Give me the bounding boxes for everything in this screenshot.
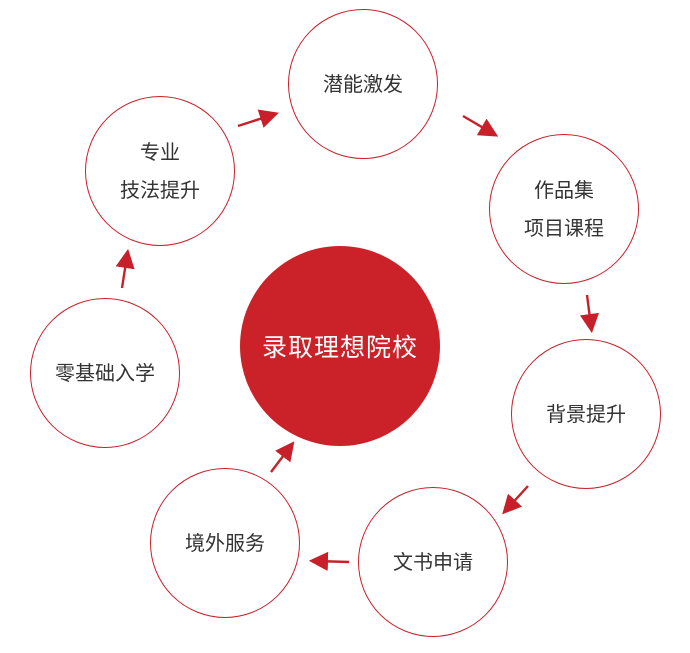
arrow-potential-to-portfolio <box>462 114 499 137</box>
step-documents: 文书申请 <box>358 487 508 637</box>
arrow-overseas-to-center <box>270 441 295 473</box>
arrow-portfolio-to-background <box>579 294 599 334</box>
arrow-zero-to-skills <box>115 248 135 289</box>
center-goal: 录取理想院校 <box>240 246 440 446</box>
center-goal-label: 录取理想院校 <box>261 333 418 362</box>
step-overseas: 境外服务 <box>150 468 300 618</box>
step-documents-label: 文书申请 <box>393 550 473 574</box>
step-skills: 专业 技法提升 <box>85 96 235 246</box>
step-background: 背景提升 <box>511 339 661 489</box>
arrow-background-to-documents <box>502 485 529 515</box>
step-skills-label-1: 专业 <box>140 140 180 164</box>
step-portfolio-label-1: 作品集 <box>534 178 594 202</box>
step-potential: 潜能激发 <box>288 9 438 159</box>
step-zero-label: 零基础入学 <box>55 361 155 385</box>
step-portfolio: 作品集 项目课程 <box>489 134 639 284</box>
arrow-documents-to-overseas <box>308 551 350 571</box>
step-zero: 零基础入学 <box>30 298 180 448</box>
step-skills-label-2: 技法提升 <box>120 178 200 202</box>
step-potential-label: 潜能激发 <box>323 72 403 96</box>
step-background-label: 背景提升 <box>546 402 626 426</box>
step-overseas-label: 境外服务 <box>185 531 265 555</box>
arrow-skills-to-potential <box>237 109 279 128</box>
step-portfolio-label-2: 项目课程 <box>524 216 604 240</box>
